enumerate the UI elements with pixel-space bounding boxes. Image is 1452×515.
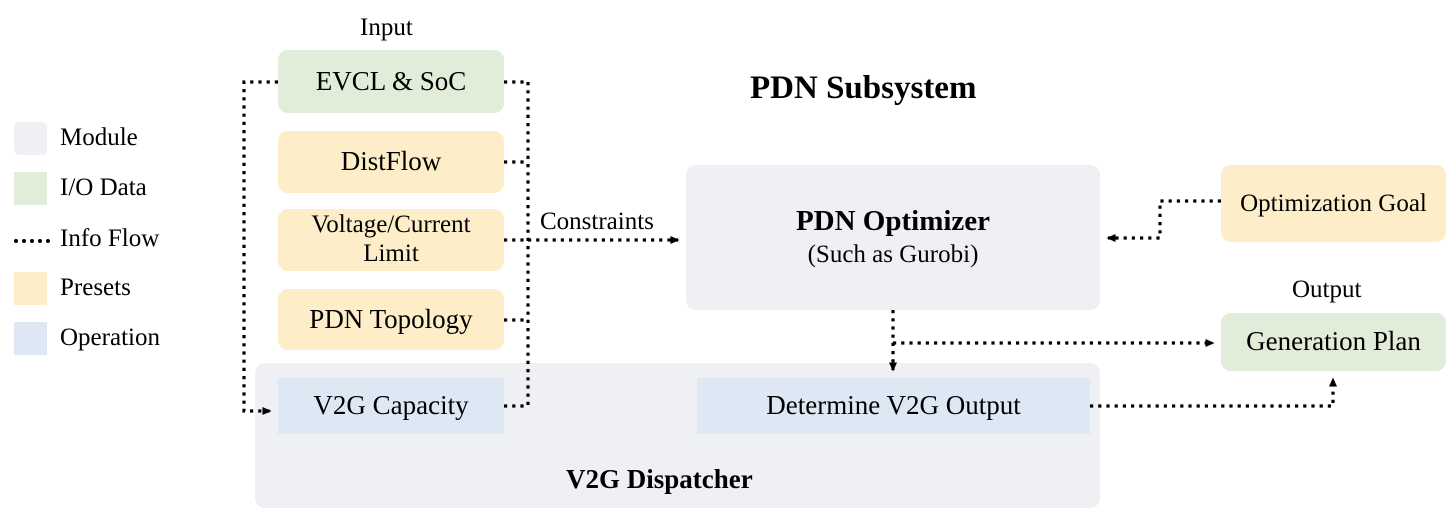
node-distflow[interactable]: DistFlow [278, 131, 504, 193]
operation-v2g-capacity[interactable]: V2G Capacity [278, 378, 504, 434]
legend-label-info-flow: Info Flow [60, 225, 160, 252]
legend-swatch-io-data [14, 172, 47, 205]
legend-swatch-operation [14, 322, 47, 355]
legend-label-io-data: I/O Data [60, 174, 147, 201]
edge-label-constraints: Constraints [540, 208, 654, 235]
node-evcl-and-soc[interactable]: EVCL & SoC [278, 50, 504, 113]
operation-determine-v2g-output[interactable]: Determine V2G Output [697, 378, 1090, 434]
legend-dotted-line-icon [14, 239, 50, 243]
section-label-input: Input [360, 14, 413, 41]
node-pdn-topology[interactable]: PDN Topology [278, 289, 504, 350]
legend-swatch-module [14, 122, 47, 155]
flow-evcl-to-v2g-capacity [242, 80, 278, 415]
section-label-output: Output [1292, 276, 1362, 303]
legend-label-presets: Presets [60, 274, 131, 301]
flow-optimization-goal-to-optimizer [1106, 199, 1221, 242]
legend-swatch-presets [14, 272, 47, 305]
module-pdn-optimizer-title: PDN Optimizer [795, 205, 991, 238]
legend-label-operation: Operation [60, 324, 160, 351]
module-pdn-optimizer-subtitle: (Such as Gurobi) [807, 240, 979, 268]
module-pdn-optimizer[interactable]: PDN Optimizer (Such as Gurobi) [686, 165, 1100, 310]
node-voltage-current-limit[interactable]: Voltage/Current Limit [278, 209, 504, 271]
module-v2g-dispatcher-label: V2G Dispatcher [566, 464, 753, 494]
page-title: PDN Subsystem [750, 70, 977, 106]
legend-label-module: Module [60, 124, 138, 151]
node-optimization-goal[interactable]: Optimization Goal [1221, 165, 1446, 242]
node-generation-plan[interactable]: Generation Plan [1221, 313, 1446, 371]
flow-determine-v2g-to-generation-plan [1090, 377, 1337, 408]
